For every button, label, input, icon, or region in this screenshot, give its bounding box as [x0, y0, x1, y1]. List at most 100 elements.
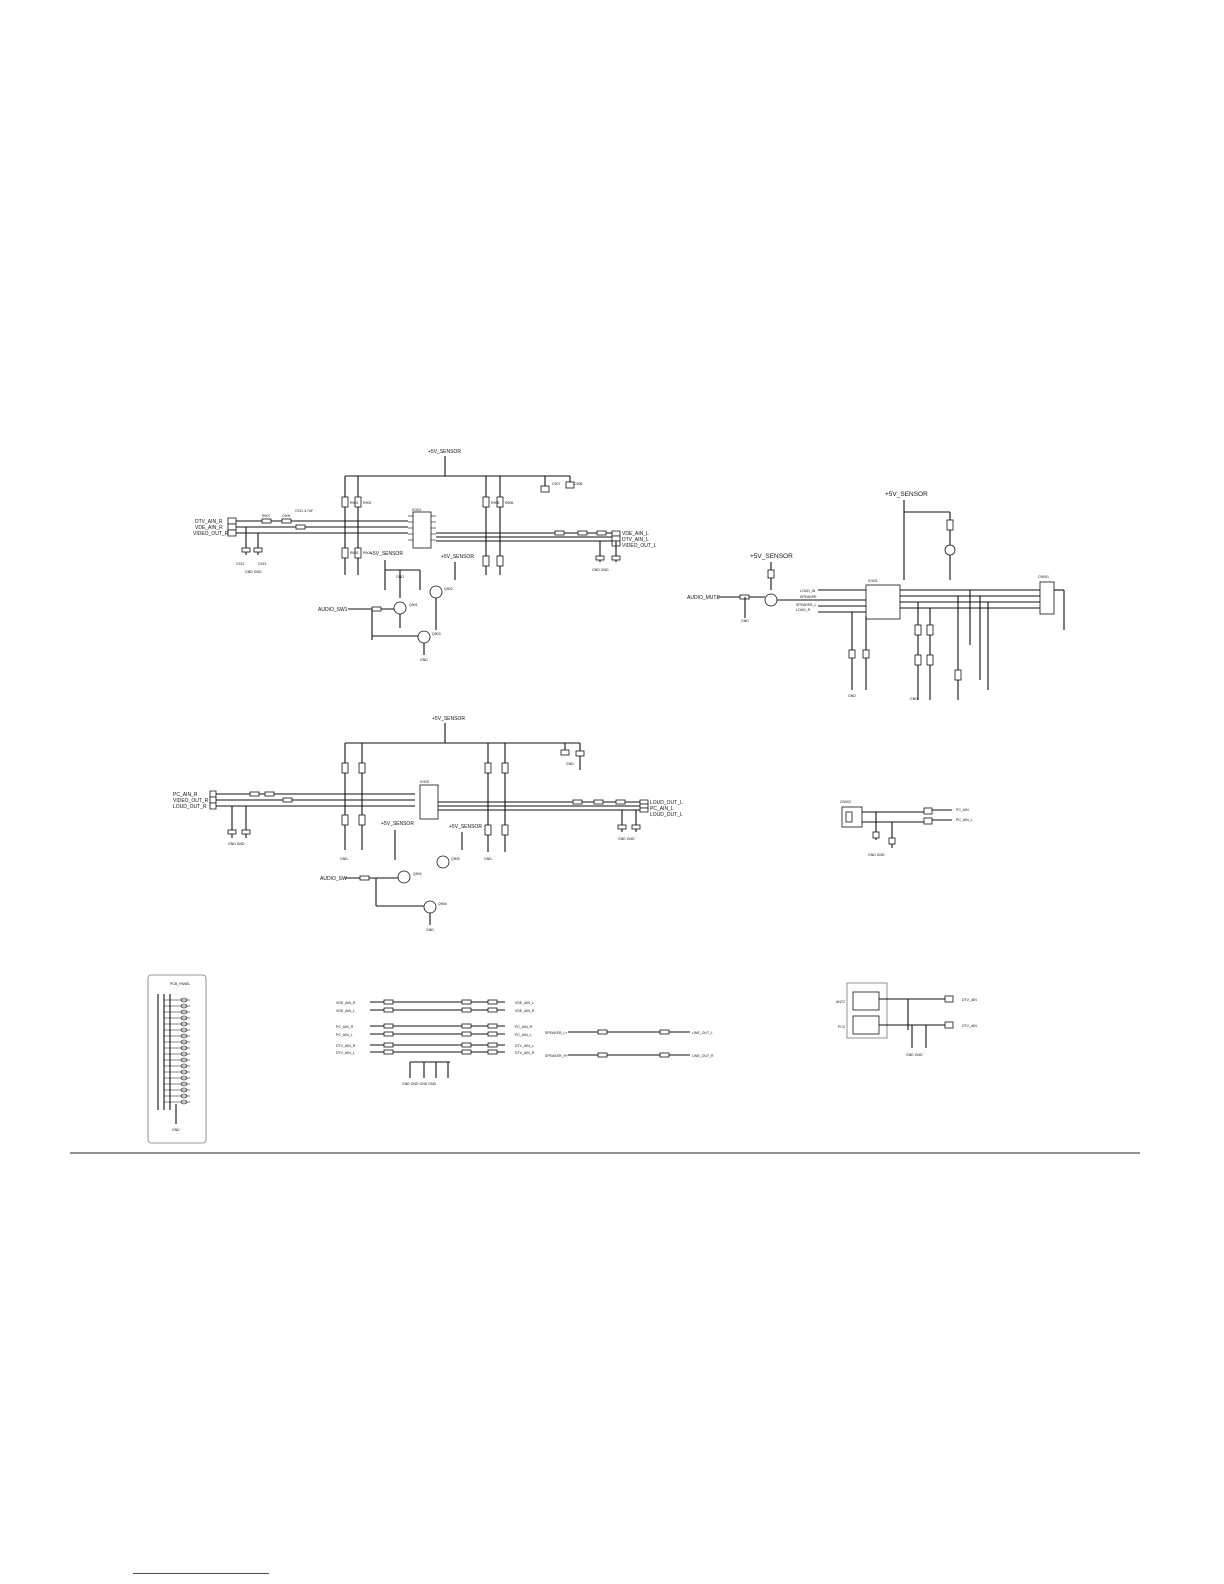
svg-text:Q906: Q906 [438, 902, 447, 906]
bus-left-label: VDE_AIN_L [336, 1009, 355, 1013]
svg-text:GND GND: GND GND [592, 568, 609, 572]
transistor-q8 [764, 593, 778, 607]
svg-text:R907: R907 [262, 514, 270, 518]
signal-bus-block: VDE_AIN_R VDE_AIN_L PC_AIN_R PC_AIN_L DT… [336, 999, 535, 1086]
input-label: PC_AIN_R [173, 792, 198, 798]
svg-text:GND: GND [741, 619, 749, 623]
panel-connector-block: PCB_PANEL GND [147, 974, 207, 1144]
svg-text:GND GND: GND GND [245, 570, 262, 574]
amp-label: SPEAKER_L [796, 603, 816, 607]
audio-switch-block-1: +5V_SENSOR C907 C908 R901 R902 R903 R904 [193, 449, 657, 662]
input-label: VIDEO_OUT_R [173, 798, 209, 804]
switch-ic-2 [419, 784, 439, 820]
svg-text:GND: GND [566, 762, 574, 766]
transistor-q4 [397, 870, 411, 884]
output-label: VDE_AIN_L [622, 531, 649, 537]
rf-jack-block: ANT2 PC3 DTV_AIN DTV_AIN GND GND [836, 982, 977, 1057]
transistor-q1 [393, 601, 407, 615]
lineout-label: LINE_OUT_R [692, 1054, 714, 1058]
svg-text:GND GND: GND GND [618, 837, 635, 841]
svg-text:Q902: Q902 [444, 587, 453, 591]
svg-text:GND: GND [426, 928, 434, 932]
rail-label: +5V_SENSOR [441, 554, 474, 560]
svg-text:R901: R901 [350, 501, 358, 505]
input-label: VIDEO_OUT_R [193, 531, 229, 537]
speaker-lineout-block: SPEAKER_L+ SPEAKER_R+ LINE_OUT_L LINE_OU… [545, 1029, 714, 1058]
page-link-underline[interactable] [133, 1573, 269, 1574]
rail-label: +5V_SENSOR [381, 821, 414, 827]
resistor-column-right: R905 R906 [482, 476, 513, 575]
bus-right-label: PC_AIN_L [515, 1033, 532, 1037]
svg-text:C907: C907 [552, 482, 560, 486]
bus-left-label: DTV_AIN_R [336, 1044, 356, 1048]
control-label: AUDIO_SW [320, 876, 347, 882]
bus-right-label: PC_AIN_R [515, 1025, 533, 1029]
jack-output-label: DTV_AIN [962, 998, 977, 1002]
rail-label: +5V_SENSOR [750, 553, 793, 560]
amplifier-ic [865, 584, 901, 620]
bus-right-label: DTV_AIN_L [515, 1044, 534, 1048]
rail-label: +5V_SENSOR [428, 449, 461, 455]
svg-text:GND: GND [484, 857, 492, 861]
bus-left-label: PC_AIN_R [336, 1025, 354, 1029]
speaker-label: SPEAKER_R+ [545, 1054, 568, 1058]
amp-label: LOUD_IN [800, 589, 816, 593]
input-label: VDE_AIN_R [195, 525, 223, 531]
output-label: VIDEO_OUT_L [622, 543, 657, 549]
svg-text:Q905: Q905 [451, 857, 460, 861]
transistor-q6 [423, 900, 437, 914]
rail-label: +5V_SENSOR [885, 491, 928, 498]
bus-left-label: PC_AIN_L [336, 1033, 353, 1037]
input-label: LOUD_OUT_R [173, 804, 207, 810]
control-label: AUDIO_SW1 [318, 607, 348, 613]
amp-label: LOUD_R [796, 608, 811, 612]
output-label: DTV_AIN_L [622, 537, 649, 543]
output-label: LOUD_OUT_L [650, 812, 683, 818]
svg-text:C912: C912 [236, 562, 244, 566]
output-label: PC_AIN_L [956, 818, 973, 822]
svg-text:GND: GND [420, 658, 428, 662]
svg-text:CN902: CN902 [840, 800, 851, 804]
jack-label: ANT2 [836, 1000, 845, 1004]
jack-label: PC3 [838, 1025, 845, 1029]
rail-label: +5V_SENSOR [449, 824, 482, 830]
svg-text:C911 4.7uF: C911 4.7uF [295, 509, 313, 513]
svg-text:GND GND: GND GND [906, 1053, 923, 1057]
rail-label: +5V_SENSOR [432, 716, 465, 722]
svg-text:Q901: Q901 [409, 603, 418, 607]
svg-text:R903: R903 [350, 551, 358, 555]
svg-text:CN901: CN901 [1038, 575, 1049, 579]
bus-left-label: VDE_AIN_R [336, 1001, 356, 1005]
svg-text:IC903: IC903 [868, 579, 877, 583]
svg-text:GND GND: GND GND [868, 853, 885, 857]
transistor-q7 [944, 544, 956, 556]
jack-output-label: DTV_AIN [962, 1024, 977, 1028]
bus-right-label: VDE_AIN_R [515, 1009, 535, 1013]
svg-text:Q903: Q903 [432, 632, 441, 636]
svg-text:GND GND: GND GND [228, 842, 245, 846]
svg-text:R904: R904 [363, 551, 371, 555]
audio-switch-block-2: +5V_SENSOR GND GND GND IC902 PC_AIN_R VI… [173, 716, 683, 932]
svg-text:R905: R905 [491, 501, 499, 505]
rail-label: +5V_SENSOR [370, 551, 403, 557]
resistor-column-left: R901 R902 R903 R904 [341, 476, 371, 575]
svg-text:C908: C908 [574, 482, 582, 486]
amp-label: SPEAKER [800, 595, 817, 599]
svg-text:GND: GND [340, 857, 348, 861]
panel-frame [147, 974, 207, 1144]
transistor-q2 [429, 585, 443, 599]
lineout-label: LINE_OUT_L [692, 1031, 713, 1035]
svg-text:R902: R902 [363, 501, 371, 505]
sensor-amplifier-block: +5V_SENSOR +5V_SENSOR AUDIO_MUTE GND IC9… [687, 491, 1065, 701]
speaker-connector [1039, 581, 1055, 615]
bus-right-label: VDE_AIN_L [515, 1001, 534, 1005]
transistor-q3 [417, 630, 431, 644]
output-label: PC_AIN_L [650, 806, 674, 812]
svg-text:C909: C909 [282, 514, 290, 518]
panel-title: PCB_PANEL [170, 982, 190, 986]
input-label: AUDIO_MUTE [687, 595, 720, 601]
svg-text:Q904: Q904 [413, 872, 422, 876]
output-label: LOUD_OUT_L [650, 800, 683, 806]
svg-text:IC902: IC902 [420, 780, 429, 784]
